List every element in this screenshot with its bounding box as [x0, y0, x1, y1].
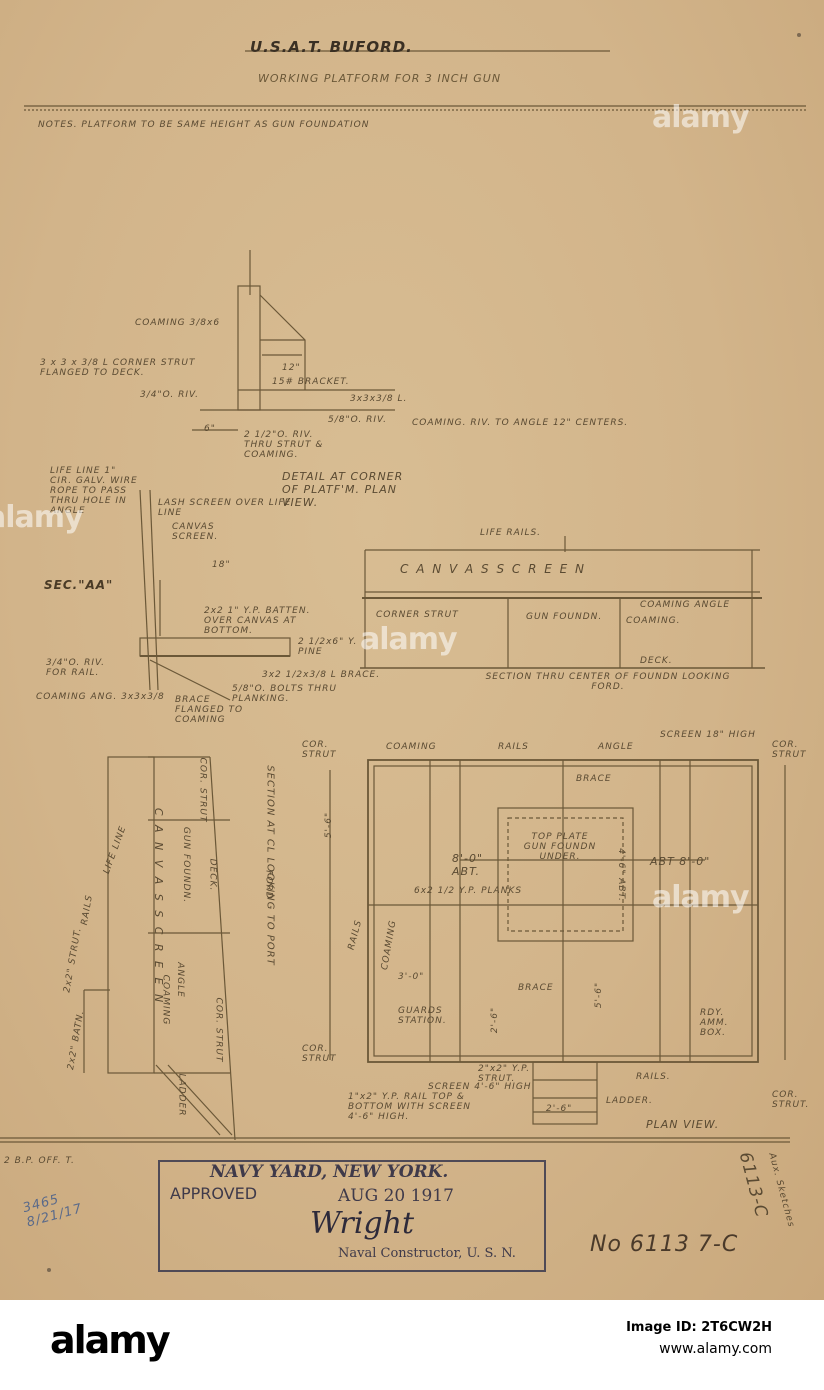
watermark: alamy	[652, 100, 750, 135]
canvas-screen-label: CANVAS SCREEN.	[172, 522, 219, 542]
plan-yp-strut: 2"x2" Y.P. STRUT.	[478, 1064, 531, 1084]
plan-rdy-box: RDY. AMM. BOX.	[700, 1008, 729, 1038]
canvas-screen-center: C A N V A S S C R E E N	[400, 562, 587, 576]
plan-screen-46: SCREEN 4'-6" HIGH	[428, 1082, 532, 1092]
bracket-label: 15# BRACKET.	[272, 377, 350, 387]
coaming-angle-center: COAMING ANGLE	[640, 600, 731, 610]
stock-url[interactable]: www.alamy.com	[659, 1341, 772, 1357]
angle-port: ANGLE	[174, 962, 185, 998]
coaming-riv-label: COAMING. RIV. TO ANGLE 12" CENTERS.	[412, 418, 629, 428]
dim-18-label: 18"	[212, 560, 231, 570]
pine-label: 2 1/2x6" Y. PINE	[298, 637, 358, 657]
gun-foundation-port: GUN FOUNDN.	[181, 826, 192, 904]
batten-label: 2x2 1" Y.P. BATTEN. OVER CANVAS AT BOTTO…	[204, 606, 311, 636]
coaming-center: COAMING.	[626, 616, 681, 626]
plan-dim-56b: 5'-6"	[594, 981, 605, 1009]
corner-strut-label: 3 x 3 x 3/8 L CORNER STRUT FLANGED TO DE…	[40, 358, 196, 378]
brace-label: 3x2 1/2x3/8 L BRACE.	[262, 670, 381, 680]
deck-port: DECK.	[207, 858, 218, 892]
watermark: alamy	[652, 880, 750, 915]
stock-info: Image ID: 2T6CW2H www.alamy.com	[626, 1320, 772, 1357]
plan-planks: 6x2 1/2 Y.P. PLANKS	[414, 886, 523, 896]
stock-logo[interactable]: alamy	[50, 1318, 171, 1362]
plan-rails-top: RAILS	[498, 742, 529, 752]
approval-stamp: NAVY YARD, NEW YORK. APPROVED AUG 20 191…	[158, 1160, 546, 1272]
plan-brace-top: BRACE	[576, 774, 612, 784]
plan-top-plate: TOP PLATE GUN FOUNDN UNDER.	[523, 832, 597, 862]
deck-center: DECK.	[640, 656, 673, 666]
plan-rail-note: 1"x2" Y.P. RAIL TOP & BOTTOM WITH SCREEN…	[348, 1092, 471, 1122]
plan-cor-strut-tr: COR. STRUT	[772, 740, 807, 760]
watermark: alamy	[360, 622, 458, 657]
watermark: alamy	[0, 500, 84, 535]
drawing-sheet: U.S.A.T. BUFORD. WORKING PLATFORM FOR 3 …	[0, 0, 824, 1300]
stamp-approved: APPROVED	[170, 1184, 258, 1203]
riv-for-rail-label: 3/4"O. RIV. FOR RAIL.	[46, 658, 105, 678]
plan-coaming-top: COAMING	[386, 742, 437, 752]
corner-strut-center: CORNER STRUT	[376, 610, 459, 620]
ford-arrow-label: FORD	[263, 870, 274, 900]
plan-dim-46: 4'-6" ABT.	[615, 848, 626, 902]
dim-6-label: 6"	[204, 424, 216, 434]
drawing-subtitle: WORKING PLATFORM FOR 3 INCH GUN	[258, 72, 502, 85]
section-center-caption: SECTION THRU CENTER OF FOUNDN LOOKING FO…	[485, 672, 731, 692]
life-rails-label: LIFE RAILS.	[480, 528, 542, 538]
angle-label: 3x3x3/8 L.	[350, 394, 408, 404]
stock-footer: alamy Image ID: 2T6CW2H www.alamy.com	[0, 1300, 824, 1390]
sheet-number: No 6113 7-C	[590, 1232, 739, 1257]
coaming-port: COAMING	[160, 974, 171, 1026]
brace-flanged-label: BRACE FLANGED TO COAMING	[175, 695, 244, 725]
image-id: Image ID: 2T6CW2H	[626, 1320, 772, 1335]
lash-screen-label: LASH SCREEN OVER LIFE LINE	[158, 498, 292, 518]
gun-foundation-center: GUN FOUNDN.	[526, 612, 603, 622]
cor-strut-port-bottom: COR. STRUT	[213, 997, 224, 1063]
section-port-caption: SECTION AT CL LOOKING TO PORT	[264, 765, 276, 966]
coaming-ang-label: COAMING ANG. 3x3x3/8	[36, 692, 165, 702]
cor-strut-port-top: COR. STRUT	[197, 757, 208, 823]
plan-cor-strut-bl: COR. STRUT	[302, 1044, 337, 1064]
riv-thru-label: 2 1/2"O. RIV. THRU STRUT & COAMING.	[244, 430, 324, 460]
plan-rails-bottom: RAILS.	[636, 1072, 671, 1082]
plan-dim-26b: 2'-6"	[546, 1104, 573, 1114]
plan-angle-top: ANGLE	[598, 742, 634, 752]
plan-dim-30: 3'-0"	[398, 972, 425, 982]
plan-screen-18: SCREEN 18" HIGH	[660, 730, 756, 740]
drawing-title: U.S.A.T. BUFORD.	[250, 38, 413, 56]
stamp-date: AUG 20 1917	[338, 1186, 454, 1206]
drawing-linework	[0, 50, 806, 1143]
plan-abt-8-right: ABT 8'-0"	[650, 855, 711, 868]
pin-hole	[797, 33, 801, 37]
plan-dim-56: 5'-6"	[324, 811, 335, 839]
bolts-label: 5/8"O. BOLTS THRU PLANKING.	[232, 684, 337, 704]
plan-dim-26: 2'-6"	[490, 1006, 501, 1034]
plan-cor-strut-tl: COR. STRUT	[302, 740, 337, 760]
pin-hole	[47, 1268, 51, 1272]
plan-guards-station: GUARDS STATION.	[398, 1006, 447, 1026]
notes-text: NOTES. PLATFORM TO BE SAME HEIGHT AS GUN…	[38, 120, 370, 130]
riv-58-label: 5/8"O. RIV.	[328, 415, 387, 425]
stamp-footer: Naval Constructor, U. S. N.	[338, 1246, 516, 1261]
section-aa-label: SEC."AA"	[44, 578, 114, 592]
plan-cor-strut-br: COR. STRUT.	[772, 1090, 810, 1110]
plan-ladder: LADDER.	[606, 1096, 653, 1106]
plan-brace-mid: BRACE	[518, 983, 554, 993]
stamp-header: NAVY YARD, NEW YORK.	[210, 1162, 449, 1182]
plan-abt-8: 8'-0" ABT.	[452, 852, 484, 878]
life-line-label: LIFE LINE 1" CIR. GALV. WIRE ROPE TO PAS…	[50, 466, 138, 516]
ladder-port: LADDER	[176, 1073, 187, 1117]
plan-caption: PLAN VIEW.	[646, 1118, 720, 1131]
detail-caption: DETAIL AT CORNER OF PLATF'M. PLAN VIEW.	[282, 470, 404, 509]
dim-12-label: 12"	[282, 363, 301, 373]
riv-34-label: 3/4"O. RIV.	[140, 390, 199, 400]
bp-off-note: 2 B.P. OFF. T.	[4, 1156, 75, 1166]
stamp-signature: Wright	[310, 1206, 415, 1241]
coaming-label: COAMING 3/8x6	[135, 318, 221, 328]
